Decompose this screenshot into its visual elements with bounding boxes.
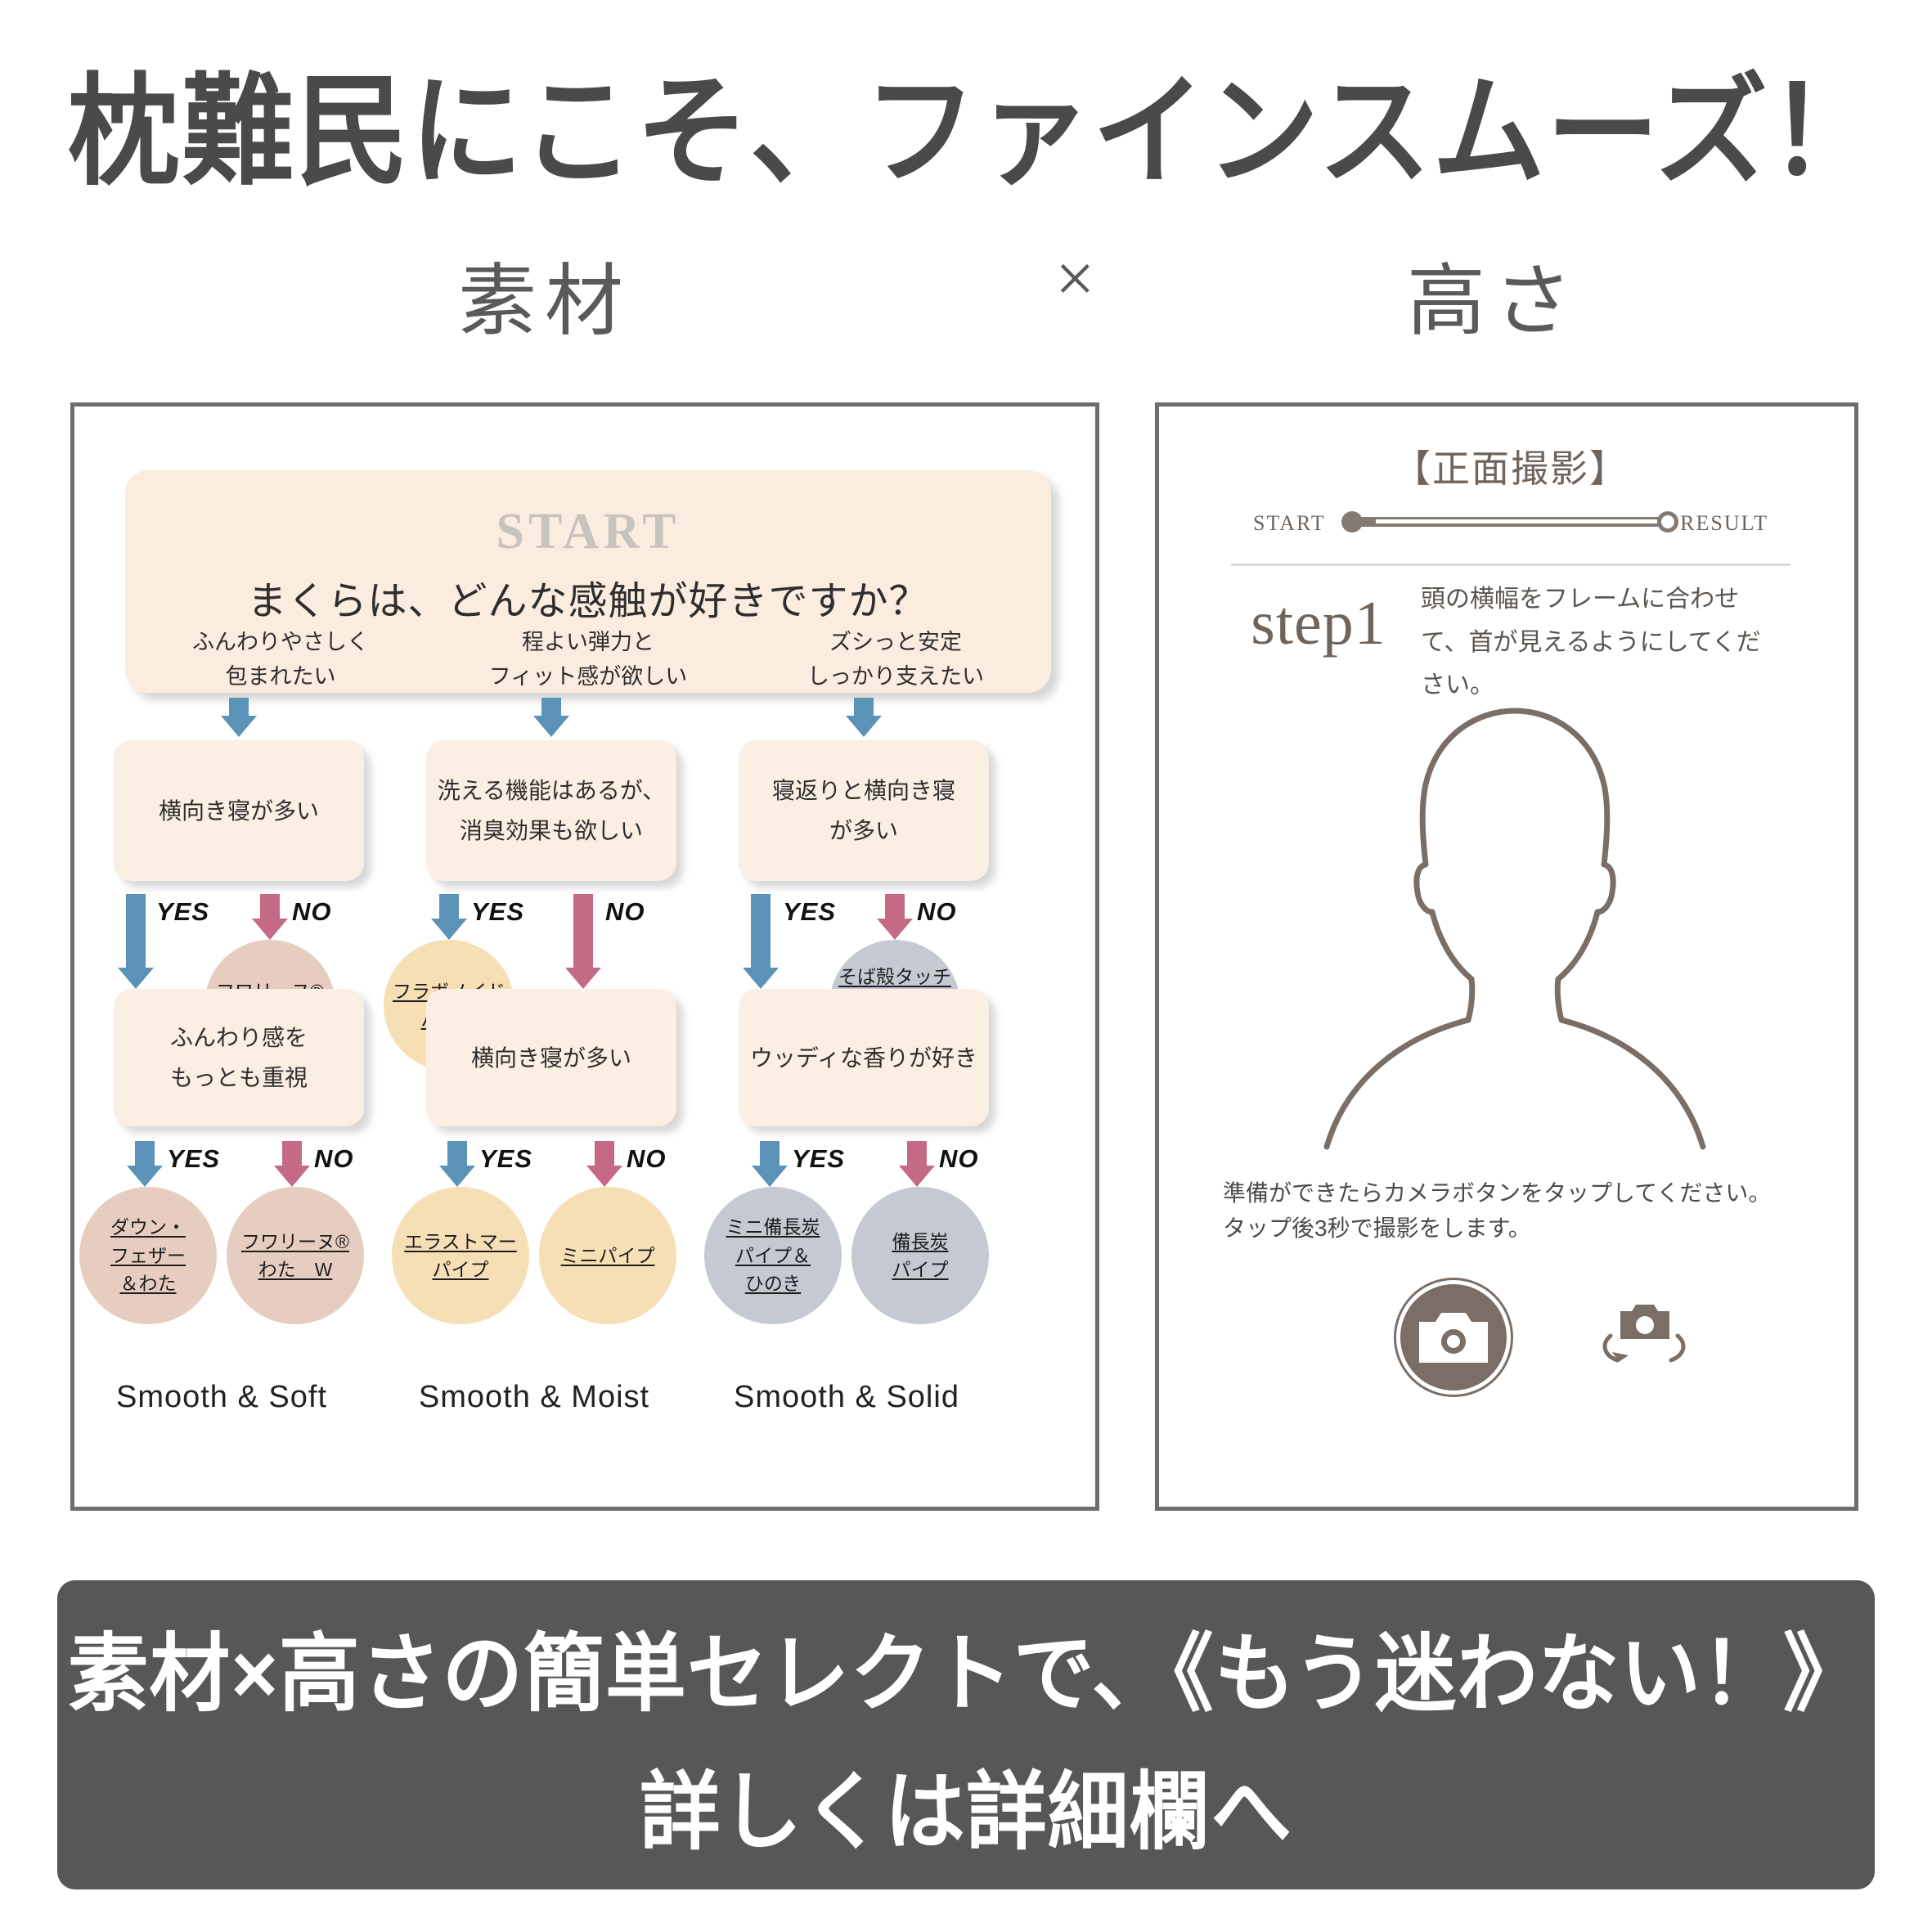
camera-icon xyxy=(1418,1310,1489,1364)
no-label-col1-q2: NO xyxy=(314,1144,354,1174)
progress-dot-start xyxy=(1341,511,1363,532)
start-label: START xyxy=(125,503,1051,561)
question-box-col1-q2: ふんわり感をもっとも重視 xyxy=(114,989,364,1126)
camera-shutter-button[interactable] xyxy=(1396,1280,1511,1395)
final-circle-col1-no-label: フワリーヌ®わた W xyxy=(241,1228,349,1284)
final-circle-col3-yes-label: ミニ備長炭パイプ＆ひのき xyxy=(726,1213,820,1298)
progress-result-label: RESULT xyxy=(1680,511,1768,536)
camera-instruction: 準備ができたらカメラボタンをタップしてください。タップ後3秒で撮影をします。 xyxy=(1223,1175,1812,1247)
flowchart: START まくらは、どんな感触が好きですか？ ふんわりやさしく包まれたい 程よ… xyxy=(74,407,1103,1515)
subhead-material: 素材 xyxy=(458,237,631,351)
arrow-yes-col1-head xyxy=(126,894,146,989)
yes-label-col1-q2: YES xyxy=(167,1144,220,1174)
final-circle-col3-yes: ミニ備長炭パイプ＆ひのき xyxy=(704,1187,842,1324)
arrow-no-col2-long xyxy=(573,894,593,989)
progress-dot-result xyxy=(1657,511,1678,532)
start-option-1: ふんわりやさしく包まれたい xyxy=(150,626,411,694)
progress-track xyxy=(1351,517,1669,527)
final-circle-col2-no: ミニパイプ xyxy=(539,1187,676,1324)
final-circle-col2-yes: エラストマーパイプ xyxy=(392,1187,529,1324)
subhead-times-icon: × xyxy=(1055,237,1095,319)
start-option-2: 程よい弾力とフィット感が欲しい xyxy=(457,626,719,694)
head-silhouette-icon xyxy=(1265,693,1764,1151)
final-circle-col1-no: フワリーヌ®わた W xyxy=(227,1187,364,1324)
progress-start-label: START xyxy=(1253,511,1326,536)
arrow-no-col2-final xyxy=(595,1141,614,1187)
arrow-no-col1 xyxy=(260,894,280,940)
camera-flip-icon[interactable] xyxy=(1593,1298,1691,1380)
progress-indicator: START RESULT xyxy=(1253,506,1768,536)
banner-line-1: 素材×高さの簡単セレクトで、《もう迷わない！》 xyxy=(68,1604,1865,1728)
final-circle-col3-no-label: 備長炭パイプ xyxy=(892,1228,949,1284)
arrow-start-to-q1-col2 xyxy=(541,698,561,737)
height-measure-panel: 【正面撮影】 START RESULT step1 頭の横幅をフレームに合わせて… xyxy=(1155,402,1858,1511)
final-circle-col1-yes: ダウン・フェザー＆わた xyxy=(79,1187,217,1324)
banner-line-2: 詳しくは詳細欄へ xyxy=(640,1742,1292,1866)
arrow-start-to-q1-col1 xyxy=(229,698,249,737)
subhead-row: 素材 × 高さ xyxy=(0,237,1932,344)
start-box: START まくらは、どんな感触が好きですか？ ふんわりやさしく包まれたい 程よ… xyxy=(125,470,1051,693)
final-circle-col3-no: 備長炭パイプ xyxy=(851,1187,989,1324)
arrow-no-col1-final xyxy=(282,1141,302,1187)
arrow-yes-col3-final xyxy=(760,1141,780,1187)
capture-mode-title: 【正面撮影】 xyxy=(1159,439,1862,493)
question-box-col2-q1: 洗える機能はあるが、消臭効果も欲しい xyxy=(426,740,676,881)
camera-screen: 【正面撮影】 START RESULT step1 頭の横幅をフレームに合わせて… xyxy=(1159,407,1862,1515)
arrow-no-col3-final xyxy=(907,1141,927,1187)
start-question: まくらは、どんな感触が好きですか？ xyxy=(125,568,1051,626)
arrow-start-to-q1-col3 xyxy=(854,698,874,737)
question-box-col1-q1: 横向き寝が多い xyxy=(114,740,364,881)
start-option-3: ズシっと安定しっかり支えたい xyxy=(765,626,1027,694)
step-instruction: 頭の横幅をフレームに合わせて、首が見えるようにしてください。 xyxy=(1421,578,1764,708)
subhead-height: 高さ xyxy=(1407,237,1580,351)
no-label-col2-q2: NO xyxy=(627,1144,667,1174)
divider xyxy=(1231,564,1790,566)
no-label-col2-q1: NO xyxy=(605,897,645,927)
yes-label-col2-q2: YES xyxy=(479,1144,532,1174)
group-label-col3: Smooth & Solid xyxy=(691,1380,1002,1415)
yes-label-col3-q1: YES xyxy=(783,897,836,927)
no-label-col1-q1: NO xyxy=(292,897,332,927)
arrow-yes-col1-final xyxy=(135,1141,155,1187)
footer-banner: 素材×高さの簡単セレクトで、《もう迷わない！》 詳しくは詳細欄へ xyxy=(57,1580,1875,1889)
question-box-col3-q1: 寝返りと横向き寝が多い xyxy=(739,740,989,881)
final-circle-col2-yes-label: エラストマーパイプ xyxy=(404,1228,517,1284)
yes-label-col2-q1: YES xyxy=(471,897,524,927)
question-box-col2-q2: 横向き寝が多い xyxy=(426,989,676,1126)
group-label-col1: Smooth & Soft xyxy=(66,1380,377,1415)
page-title: 枕難民にこそ、ファインスムーズ！ xyxy=(68,33,1865,209)
final-circle-col2-no-label: ミニパイプ xyxy=(561,1242,655,1270)
final-circle-col1-yes-label: ダウン・フェザー＆わた xyxy=(110,1213,186,1298)
arrow-yes-col3-long xyxy=(751,894,771,989)
arrow-no-col3 xyxy=(885,894,905,940)
yes-label-col1-q1: YES xyxy=(156,897,209,927)
material-flowchart-panel: START まくらは、どんな感触が好きですか？ ふんわりやさしく包まれたい 程よ… xyxy=(70,402,1099,1511)
question-box-col3-q2: ウッディな香りが好き xyxy=(739,989,989,1126)
no-label-col3-q2: NO xyxy=(939,1144,979,1174)
group-label-col2: Smooth & Moist xyxy=(379,1380,690,1415)
step-label: step1 xyxy=(1216,588,1421,659)
no-label-col3-q1: NO xyxy=(917,897,957,927)
arrow-yes-col2 xyxy=(439,894,459,940)
arrow-yes-col2-final xyxy=(447,1141,467,1187)
yes-label-col3-q2: YES xyxy=(792,1144,845,1174)
